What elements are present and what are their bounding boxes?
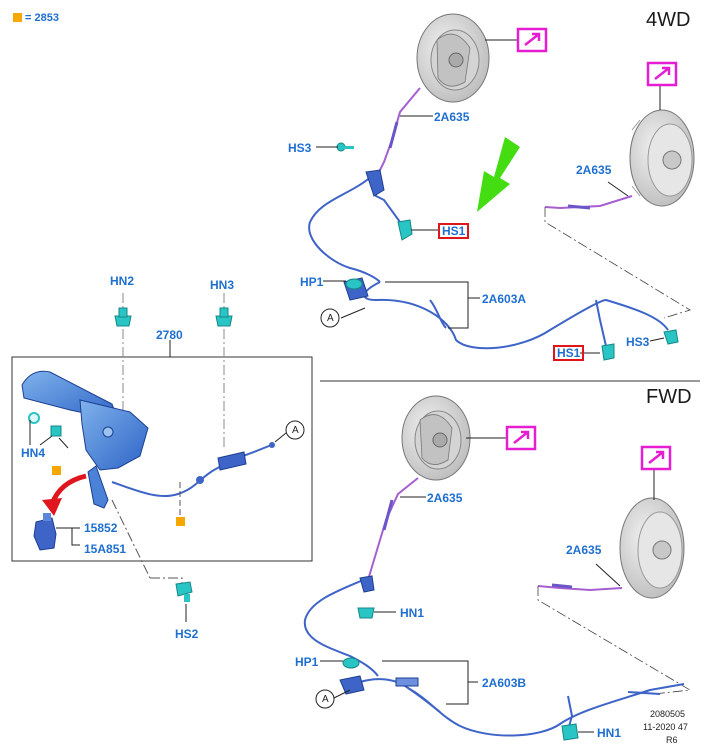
callout-hs3[interactable]: HS3	[626, 335, 650, 349]
fastener-hs1-a	[397, 219, 413, 241]
cable-2a635-right-fwd	[537, 583, 623, 592]
fastener-hn4	[28, 412, 40, 424]
legend-text: = 2853	[25, 12, 59, 24]
fastener-hs1-b	[601, 343, 615, 361]
callout-hs3[interactable]: HS3	[288, 141, 312, 155]
cable-2a635-left-fwd	[367, 477, 419, 581]
inset-cable	[111, 442, 275, 498]
reference-a-label: A	[327, 313, 334, 324]
reference-line	[544, 207, 691, 319]
callout-hn2[interactable]: HN2	[110, 274, 135, 288]
footer-revision: R6	[666, 735, 678, 745]
reference-a-marker	[320, 308, 340, 328]
parking-brake-lever	[21, 370, 149, 509]
fastener-hn4-nut	[50, 425, 62, 437]
cable-2a635-right-4wd	[544, 195, 633, 210]
fastener-hs3-a	[336, 142, 354, 152]
callout-2a603b[interactable]: 2A603B	[482, 676, 527, 690]
marker-2853	[176, 517, 185, 526]
callout-15852[interactable]: 15852	[84, 521, 118, 535]
fastener-hp1-b	[342, 657, 360, 669]
cable-2a603b	[303, 577, 685, 737]
callout-hp1[interactable]: HP1	[300, 275, 324, 289]
callout-hs1[interactable]: HS1	[438, 223, 470, 239]
lever-assembly-inset	[11, 356, 313, 562]
brake-drum-fwd	[619, 497, 685, 599]
reference-a-marker	[285, 420, 305, 440]
callout-hn3[interactable]: HN3	[210, 278, 235, 292]
brake-backing-plate-4wd	[416, 13, 490, 103]
fastener-hs3-b	[663, 329, 679, 345]
callout-2a635[interactable]: 2A635	[427, 491, 463, 505]
callout-hn4[interactable]: HN4	[21, 446, 46, 460]
callout-hp1[interactable]: HP1	[295, 655, 319, 669]
callout-2a635[interactable]: 2A635	[576, 163, 612, 177]
footer-code: 2080505	[650, 709, 686, 719]
lever-bracket-15852	[33, 513, 57, 551]
green-arrow	[477, 137, 520, 212]
callout-2a635[interactable]: 2A635	[566, 543, 602, 557]
fastener-hn1-b	[561, 723, 579, 741]
fastener-hp1-a	[345, 278, 363, 290]
footer-date: 11-2020 47	[643, 722, 688, 732]
reference-line	[537, 586, 692, 695]
link-icon[interactable]	[505, 425, 537, 451]
callout-hs2[interactable]: HS2	[175, 627, 199, 641]
link-icon[interactable]	[640, 445, 672, 471]
callout-hn1[interactable]: HN1	[400, 606, 425, 620]
fastener-hs2	[175, 581, 193, 602]
callout-2a635[interactable]: 2A635	[434, 110, 470, 124]
brake-backing-plate-fwd	[401, 395, 471, 481]
legend-marker-swatch	[13, 13, 22, 22]
callout-2780[interactable]: 2780	[156, 328, 183, 342]
reference-a-label: A	[322, 694, 329, 705]
link-icon[interactable]	[646, 61, 678, 87]
fastener-hn1-a	[357, 607, 375, 619]
callout-15a851[interactable]: 15A851	[84, 542, 127, 556]
section-label-4wd: 4WD	[646, 9, 691, 31]
reference-a-marker	[315, 689, 335, 709]
cable-2a635-left-4wd	[375, 87, 421, 179]
fastener-hn3	[215, 307, 233, 327]
link-icon[interactable]	[516, 27, 548, 53]
callout-2a603a[interactable]: 2A603A	[482, 292, 527, 306]
callout-hn1[interactable]: HN1	[597, 726, 622, 740]
reference-a-label: A	[292, 425, 299, 436]
marker-2853	[52, 466, 61, 475]
fastener-hn2	[114, 307, 132, 327]
bracket-fwd	[339, 575, 419, 695]
brake-drum-4wd	[629, 109, 695, 207]
section-label-fwd: FWD	[646, 386, 692, 408]
callout-hs1[interactable]: HS1	[553, 345, 585, 361]
